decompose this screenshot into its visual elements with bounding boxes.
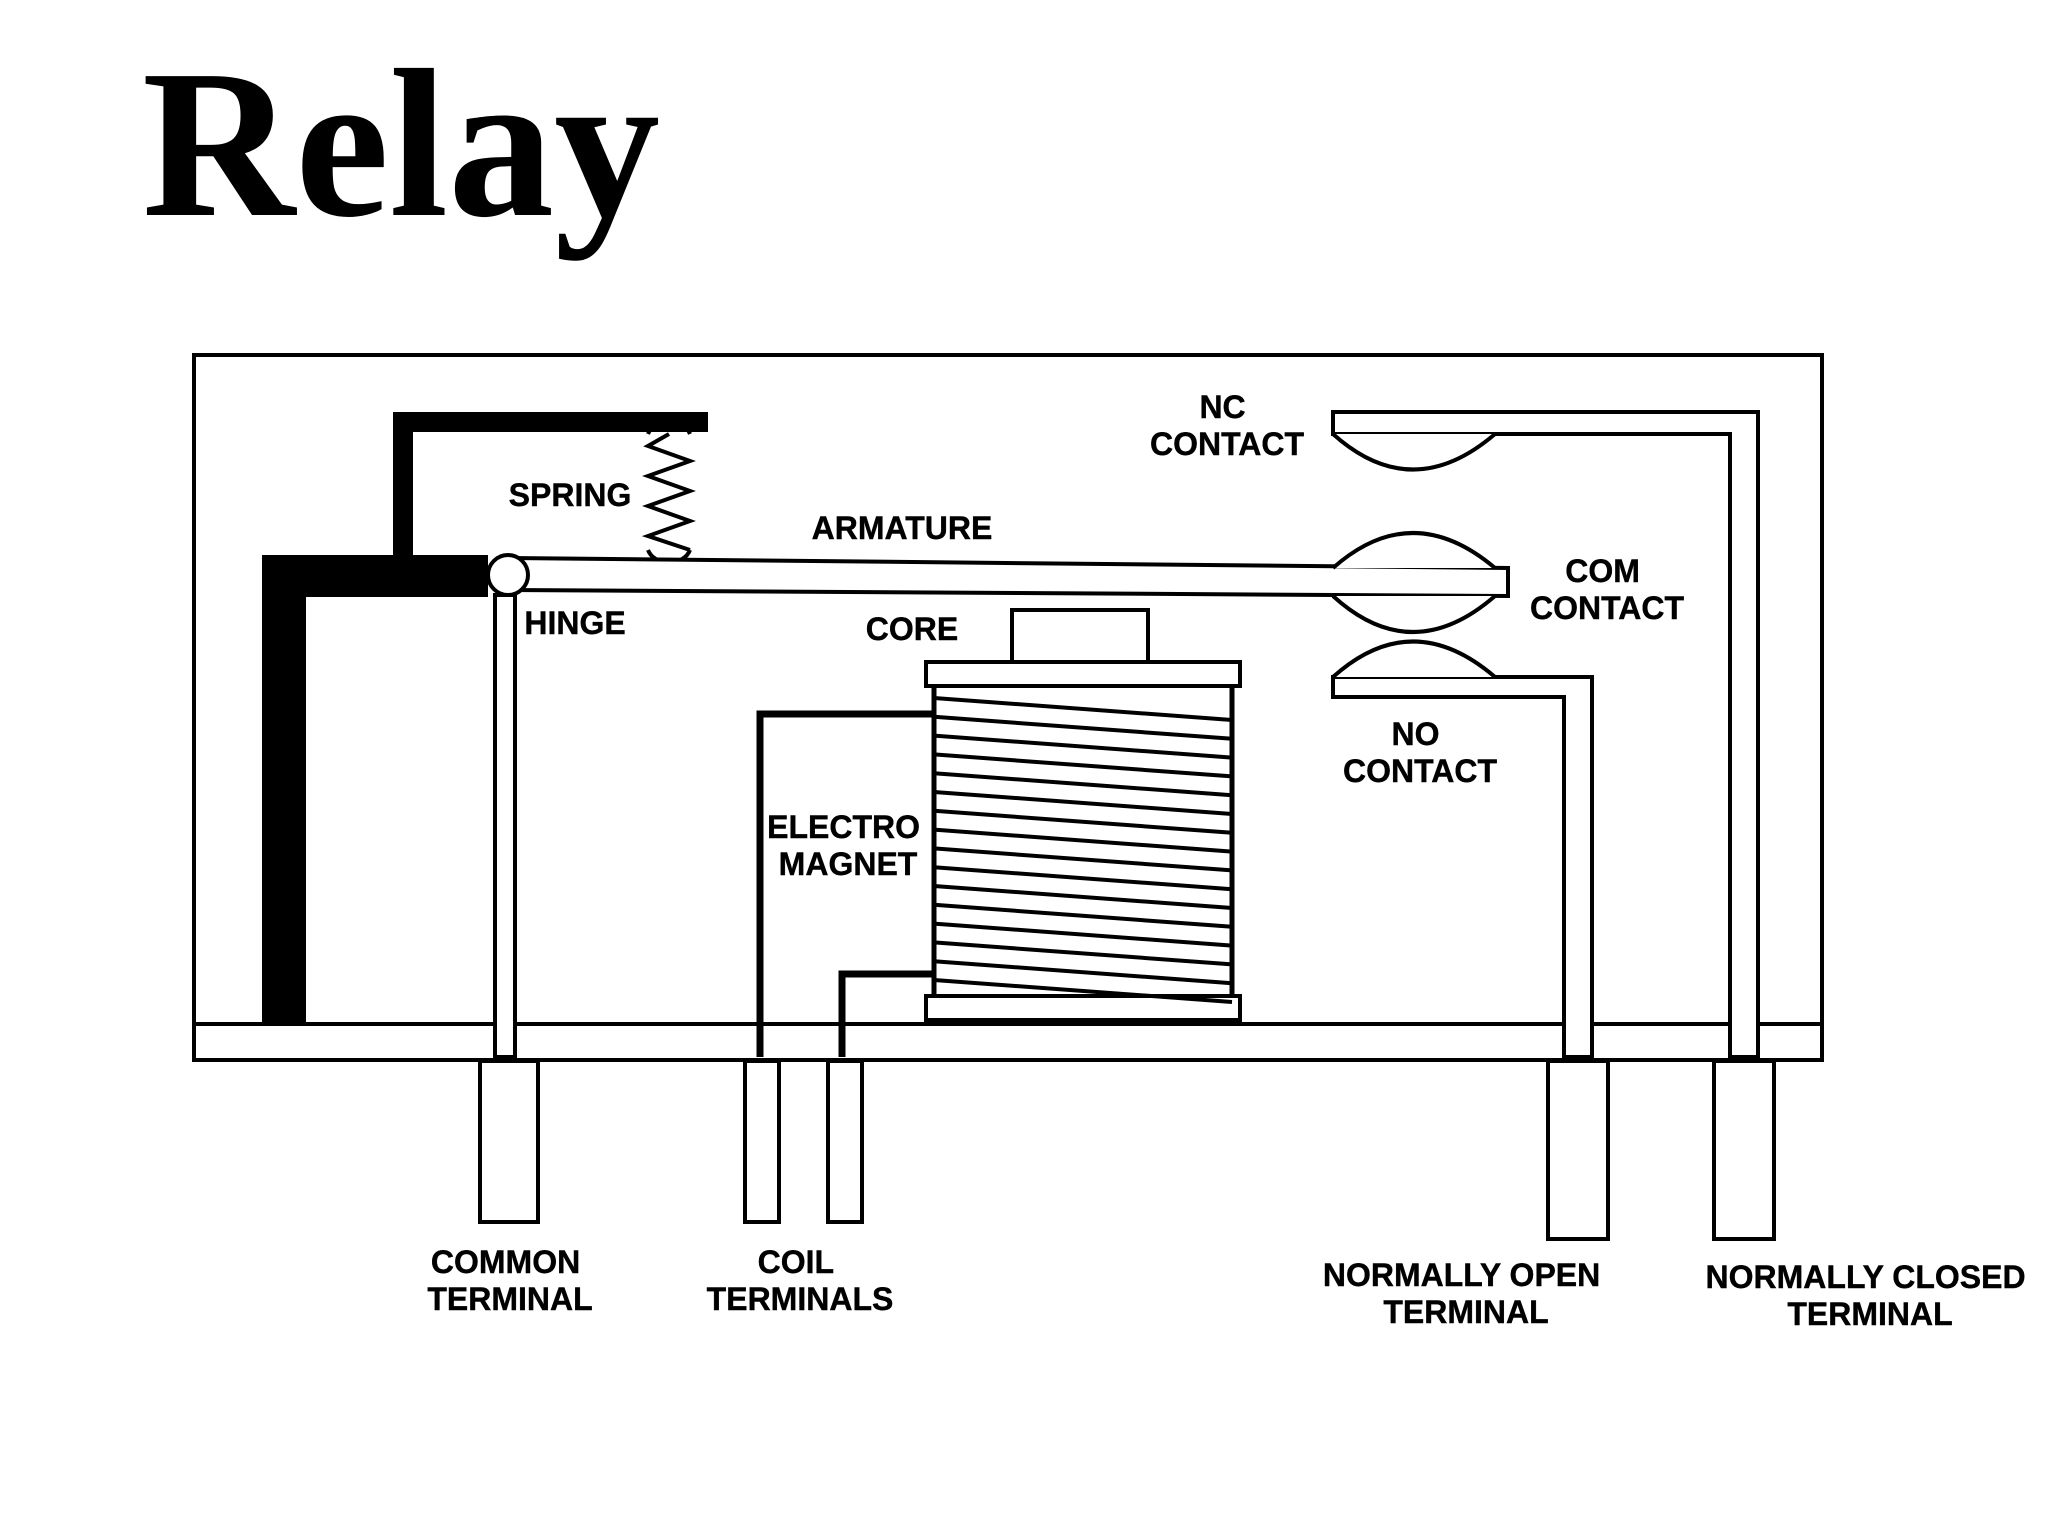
normally-closed-terminal-label: NORMALLY CLOSED TERMINAL bbox=[1706, 1259, 2035, 1332]
nc-contact bbox=[1331, 410, 1760, 1059]
coil-winding bbox=[933, 808, 1233, 835]
spring-label: SPRING bbox=[509, 477, 632, 513]
common-conductor bbox=[493, 593, 517, 1059]
electro-magnet-label: ELECTRO MAGNET bbox=[767, 809, 929, 882]
common-terminal-label: COMMON TERMINAL bbox=[427, 1244, 592, 1317]
coil-winding bbox=[933, 827, 1233, 854]
coil-terminals-label: COIL TERMINALS bbox=[707, 1244, 894, 1317]
no-contact bbox=[1331, 639, 1594, 1059]
normally-closed-terminal-pin bbox=[1712, 1059, 1776, 1241]
coil-winding bbox=[933, 865, 1233, 892]
coil-lead-1 bbox=[756, 710, 934, 1057]
coil-winding bbox=[933, 884, 1233, 910]
coil-winding bbox=[933, 940, 1233, 967]
coil-winding bbox=[933, 771, 1233, 798]
coil-winding bbox=[933, 978, 1233, 1004]
coil-winding bbox=[933, 752, 1233, 779]
com-contact-label: COM CONTACT bbox=[1530, 553, 1685, 626]
coil-lead-2 bbox=[838, 970, 934, 1057]
armature-label: ARMATURE bbox=[812, 510, 993, 546]
coil-winding bbox=[933, 921, 1233, 948]
coil-winding bbox=[933, 846, 1233, 873]
common-terminal-pin bbox=[478, 1059, 540, 1224]
coil-winding bbox=[933, 902, 1233, 929]
hinge-label: HINGE bbox=[524, 605, 625, 641]
normally-open-terminal-label: NORMALLY OPEN TERMINAL bbox=[1323, 1257, 1609, 1330]
coil-winding bbox=[933, 714, 1233, 741]
slide-title: Relay bbox=[142, 26, 661, 261]
coil-windings bbox=[931, 686, 1235, 1004]
coil-winding bbox=[933, 959, 1233, 986]
nc-contact-label: NC CONTACT bbox=[1150, 389, 1305, 462]
spring bbox=[641, 419, 696, 565]
relay-housing bbox=[192, 353, 1824, 1062]
no-contact-label: NO CONTACT bbox=[1343, 716, 1498, 789]
com-contact bbox=[1331, 531, 1497, 634]
coil-top-flange bbox=[924, 660, 1242, 688]
coil-winding bbox=[933, 733, 1233, 760]
core bbox=[1010, 608, 1150, 664]
frame-bracket bbox=[262, 555, 488, 1024]
hinge bbox=[486, 553, 530, 597]
normally-open-terminal-pin bbox=[1546, 1059, 1610, 1241]
coil-terminal-pin-2 bbox=[826, 1059, 864, 1224]
spring-bracket bbox=[393, 412, 708, 555]
core-label: CORE bbox=[866, 611, 958, 647]
coil-winding bbox=[933, 790, 1233, 816]
coil-winding bbox=[933, 696, 1233, 722]
coil-terminal-pin-1 bbox=[743, 1059, 781, 1224]
